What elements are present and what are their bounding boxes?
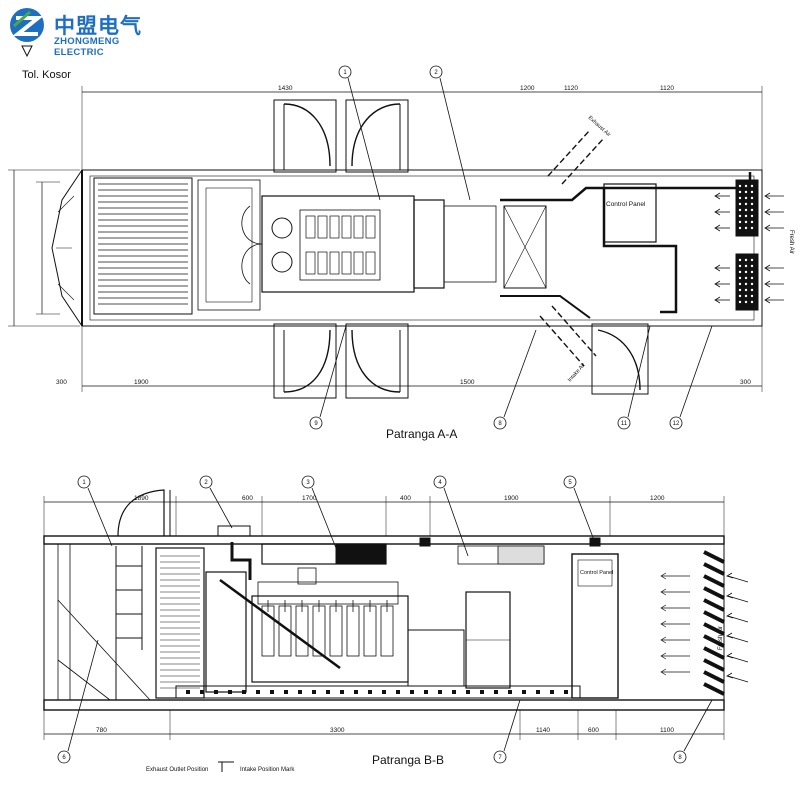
bb-radiator xyxy=(155,547,205,699)
aa-dim-bottom-2: 1500 xyxy=(460,379,475,386)
logo-mark-icon xyxy=(10,8,44,58)
bb-door-arc xyxy=(117,489,165,537)
aa-callout-1: 1 xyxy=(343,70,347,76)
bb-callout-3: 3 xyxy=(306,480,310,486)
aa-radiator-fins xyxy=(98,183,188,305)
bb-callout-5: 5 xyxy=(568,480,572,486)
bb-floor xyxy=(43,699,725,711)
bb-roof-line xyxy=(43,535,725,545)
aa-dimensions-top: 1430 1200 1120 1120 xyxy=(278,85,674,92)
bb-callout-4: 4 xyxy=(438,480,442,486)
bb-base-frame xyxy=(175,685,581,699)
aa-air-arrows xyxy=(714,192,784,304)
aa-intake-duct xyxy=(539,305,597,367)
bb-dim-top-0: 1890 xyxy=(134,495,149,502)
aa-dimensions-bottom: 300 1900 1500 300 xyxy=(56,379,751,386)
section-bb: Control Panel Fresh Air xyxy=(43,489,749,740)
aa-callout-2: 2 xyxy=(434,70,438,76)
aa-doors-top xyxy=(273,99,409,173)
bb-callout-1: 1 xyxy=(82,480,86,486)
bb-callout-7: 7 xyxy=(498,755,502,761)
legend-item-intake: Intake Position Mark xyxy=(240,767,295,773)
aa-section-title: Patranga A-A xyxy=(386,427,457,441)
aa-callout-9: 9 xyxy=(314,421,318,427)
aa-side-label: Fresh Air xyxy=(788,230,794,254)
bb-dim-top-5: 1200 xyxy=(650,495,665,502)
bb-dim-bottom-2: 1140 xyxy=(536,727,550,734)
aa-control-panel-label: Control Panel xyxy=(606,201,646,208)
bb-dim-top-3: 400 xyxy=(400,495,411,502)
bb-dim-top-1: 600 xyxy=(242,495,253,502)
bb-dim-top-2: 1700 xyxy=(302,495,317,502)
bb-callout-2: 2 xyxy=(204,480,208,486)
bb-dim-bottom-4: 1100 xyxy=(660,727,674,734)
company-logo: 中盟电气 ZHONGMENG ELECTRIC xyxy=(8,6,158,58)
aa-exhaust-duct xyxy=(547,129,605,185)
aa-engine xyxy=(241,195,415,293)
aa-container-outline xyxy=(81,169,763,327)
bb-dimensions-bottom: 780 3300 1140 600 1100 xyxy=(96,727,674,734)
aa-container-inner xyxy=(89,175,755,321)
aa-intake-label: Intake Air xyxy=(567,362,587,383)
bb-callouts xyxy=(57,475,713,764)
bb-dim-bottom-3: 600 xyxy=(588,727,599,734)
bb-dim-top-4: 1900 xyxy=(504,495,519,502)
bb-dimensions-top: 1890 600 1700 400 1900 1200 xyxy=(134,495,665,502)
aa-callouts xyxy=(309,65,713,430)
aa-engine-frame xyxy=(197,179,261,311)
aa-dim-top-3: 1120 xyxy=(660,85,674,92)
legend-item-exhaust: Exhaust Outlet Position xyxy=(146,767,208,773)
aa-dim-bottom-3: 300 xyxy=(740,379,751,386)
bb-alternator xyxy=(407,629,465,687)
aa-control-panel xyxy=(603,183,657,243)
logo-name-en: ZHONGMENG ELECTRIC xyxy=(54,36,120,58)
bb-callout-8: 8 xyxy=(678,755,682,761)
aa-alternator xyxy=(413,199,445,289)
bb-louvres xyxy=(703,550,725,696)
bb-air-arrows xyxy=(726,572,749,683)
bb-dim-bottom-0: 780 xyxy=(96,727,107,734)
aa-callout-12: 12 xyxy=(673,421,680,427)
corner-note: Tol. Kosor xyxy=(22,69,71,81)
aa-cabinet xyxy=(503,205,547,289)
bb-side-label: Fresh Air xyxy=(718,626,724,650)
aa-dim-top-2: 1120 xyxy=(564,85,578,92)
bb-control-panel-label: Control Panel xyxy=(580,570,613,576)
section-aa: Control Panel Fresh Air xyxy=(8,86,794,399)
aa-dim-bottom-0: 300 xyxy=(56,379,67,386)
aa-left-end xyxy=(51,169,83,327)
aa-exhaust-label: Exhaust Air xyxy=(587,115,612,138)
aa-callout-8: 8 xyxy=(498,421,502,427)
aa-doors-bottom xyxy=(273,323,649,399)
bb-control-panel xyxy=(571,553,619,699)
logo-name-cn: 中盟电气 xyxy=(54,14,142,38)
aa-dim-top-0: 1430 xyxy=(278,85,293,92)
aa-dim-bottom-1: 1900 xyxy=(134,379,149,386)
bb-engine xyxy=(205,542,409,693)
aa-radiator xyxy=(93,177,193,315)
legend: Exhaust Outlet Position Intake Position … xyxy=(146,761,295,773)
bb-section-title: Patranga B-B xyxy=(372,753,444,767)
bb-dim-bottom-1: 3300 xyxy=(330,727,345,734)
bb-ladder xyxy=(115,546,143,700)
aa-dim-top-1: 1200 xyxy=(520,85,535,92)
aa-callout-11: 11 xyxy=(621,421,628,427)
bb-callout-6: 6 xyxy=(62,755,66,761)
